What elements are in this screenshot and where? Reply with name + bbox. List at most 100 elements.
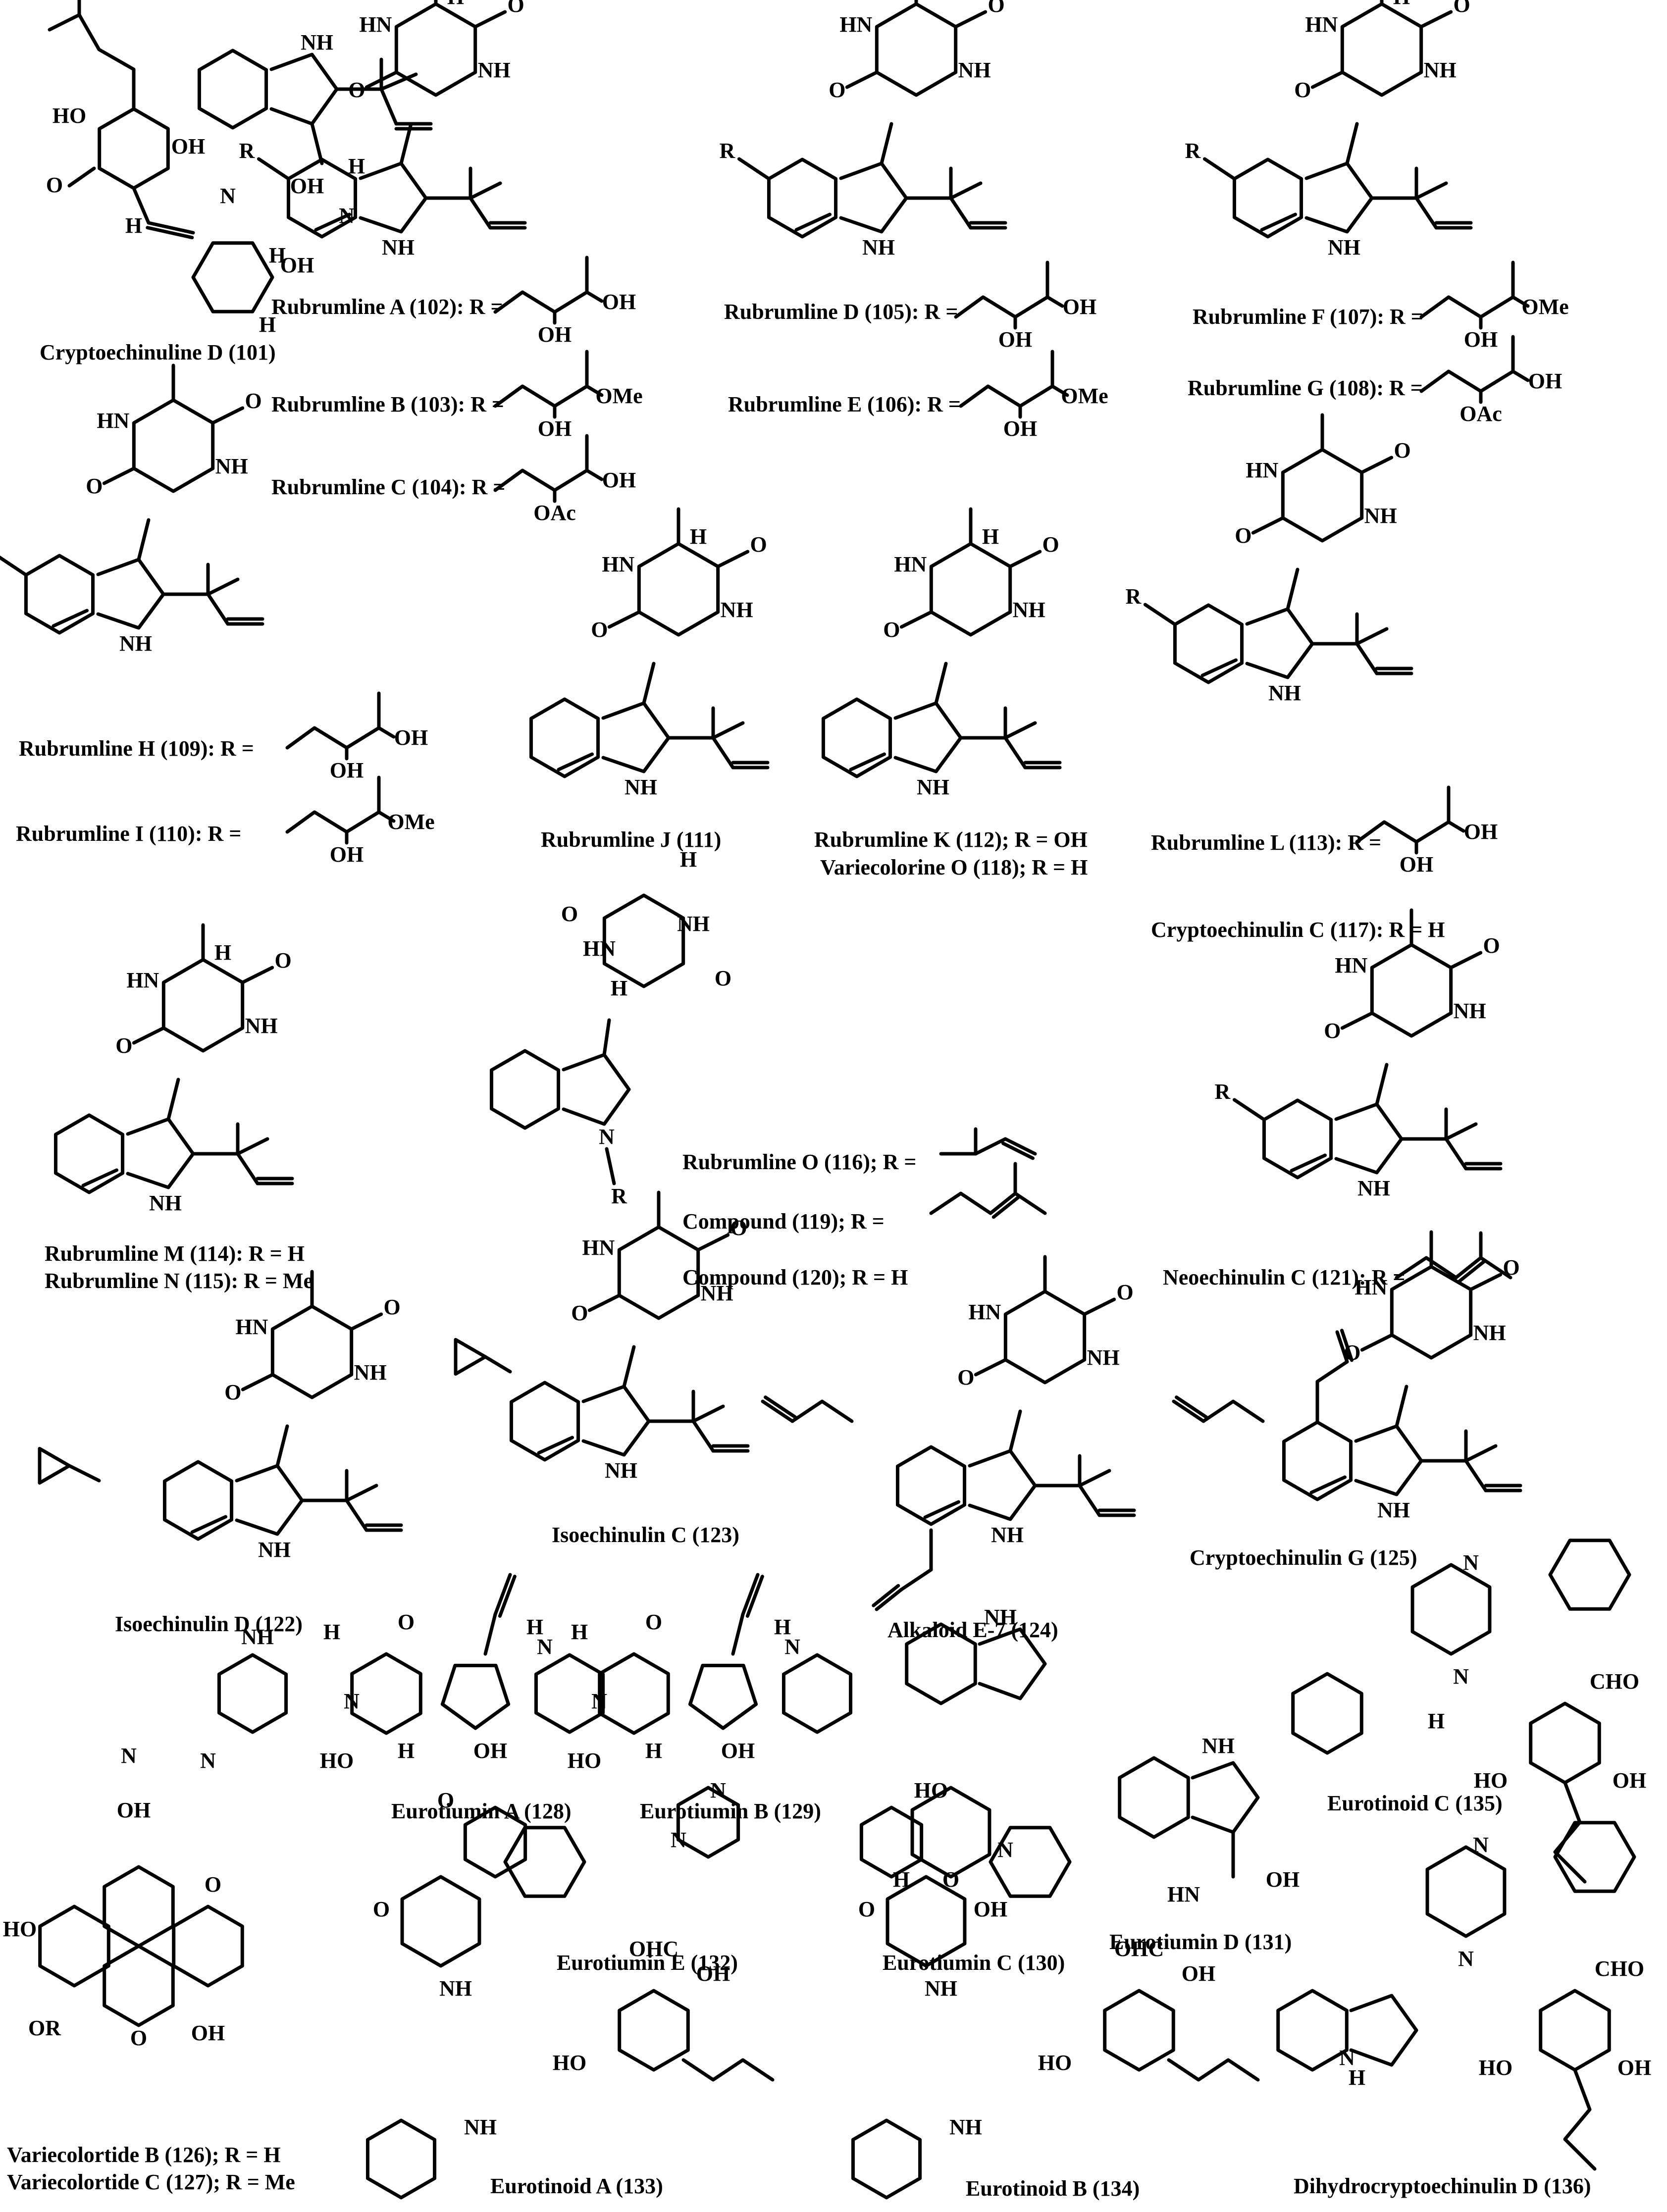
pyrrole-bond	[235, 1464, 304, 1536]
ring-bond	[534, 1653, 605, 1734]
bond	[1360, 456, 1394, 474]
atom-ohc: OHC	[629, 1937, 678, 1961]
atom-oh: OH	[171, 134, 205, 158]
ring-bond	[598, 1652, 670, 1735]
epoxide-c123	[454, 1337, 512, 1376]
bond	[102, 466, 136, 485]
label-c129: Eurotiumin B (129)	[640, 1799, 821, 1823]
atom-n: N	[591, 1689, 607, 1713]
ring-bond	[197, 49, 268, 130]
bond	[1414, 196, 1438, 230]
epoxide-c122	[38, 1446, 101, 1485]
ring-bond	[162, 1460, 234, 1541]
bond	[1355, 627, 1389, 646]
ring-bond	[781, 1653, 853, 1734]
atom-oh: OH	[538, 416, 572, 441]
bond	[275, 1424, 289, 1468]
atom-indole-nh: NH	[258, 1538, 291, 1562]
atom-oh: OH	[1063, 295, 1096, 319]
atom-ho: HO	[568, 1749, 601, 1773]
atom-indole-nh: NH	[1357, 1176, 1390, 1200]
bond	[469, 196, 492, 230]
atom-oh: OH	[330, 842, 364, 867]
atom-h: H	[323, 1620, 340, 1644]
atom-h: H	[125, 213, 142, 238]
label-c124: Alkaloid E-7 (124)	[887, 1618, 1058, 1642]
bond	[1511, 295, 1530, 308]
atom-nh: NH	[245, 1014, 278, 1038]
atom-o: O	[1235, 523, 1251, 548]
atom-ome: OMe	[1521, 295, 1568, 319]
bond	[875, 1588, 903, 1611]
label-c122: Isoechinulin D (122)	[115, 1612, 303, 1636]
bond	[1008, 550, 1042, 568]
ring-bond	[886, 1875, 967, 1968]
bond	[345, 1484, 378, 1502]
atom-o: O	[224, 1380, 241, 1404]
atom-o: O	[46, 173, 63, 197]
ring-bond	[1410, 1563, 1492, 1656]
bond	[473, 10, 507, 29]
bond	[1444, 1137, 1468, 1171]
atom-n: N	[1463, 1550, 1479, 1575]
atom-h: H	[1393, 0, 1410, 9]
ring-bond	[172, 1904, 244, 1988]
atom-indole-nh: NH	[625, 775, 657, 799]
atom-ome: OMe	[1061, 384, 1108, 408]
atom-o: O	[508, 0, 524, 17]
atom-nh: NH	[241, 1625, 274, 1649]
ring-bond	[602, 893, 685, 988]
bond	[345, 1498, 368, 1532]
bond	[1175, 1395, 1208, 1419]
atom-ho: HO	[320, 1749, 354, 1773]
atom-indole-nh: NH	[605, 1458, 637, 1483]
ring-bond	[217, 1653, 288, 1734]
label-c103: Rubrumline B (103): R =	[271, 392, 504, 416]
bond	[949, 181, 983, 200]
bond	[241, 966, 274, 984]
ring-bond	[1276, 1989, 1349, 2072]
label-c134: Eurotinoid B (134)	[966, 2176, 1140, 2201]
atom-hn: HN	[968, 1300, 1001, 1324]
atom-ho: HO	[553, 2051, 586, 2075]
ring-bond	[618, 1989, 690, 2072]
atom-nh: NH	[464, 2115, 497, 2139]
ring-bond	[1340, 2, 1423, 97]
bond	[794, 212, 832, 232]
bond	[399, 122, 413, 165]
atom-ho: HO	[52, 103, 86, 128]
atom-indole-nh: NH	[301, 30, 333, 54]
ring-bond	[910, 1786, 991, 1879]
pyrrole-bond	[601, 701, 671, 773]
chain-bond	[959, 384, 1054, 408]
label-c101: Cryptoechinuline D (101)	[40, 340, 276, 364]
bond	[642, 662, 656, 705]
atom-ho: HO	[3, 1917, 37, 1941]
ring-bond	[503, 1826, 586, 1898]
bond	[1464, 1444, 1498, 1463]
chain-bond	[1563, 2068, 1597, 2171]
label-c117: Cryptoechinulin C (117): R = H	[1151, 918, 1445, 942]
chain-bond	[1355, 820, 1451, 844]
atom-hn: HN	[126, 968, 159, 992]
bond	[691, 1419, 715, 1453]
pyrrole-bond	[96, 558, 165, 630]
ring-bond	[161, 958, 245, 1053]
pyrrole-bond	[1334, 1102, 1404, 1175]
ring-bond	[767, 157, 838, 239]
label-c116: Rubrumline O (116); R =	[682, 1150, 917, 1174]
bond	[469, 181, 502, 200]
atom-o: O	[829, 78, 845, 102]
atom-oh: OH	[602, 468, 636, 492]
label-c128: Eurotiumin A (128)	[391, 1799, 572, 1823]
atom-hn-imine: HN	[1167, 1882, 1200, 1906]
